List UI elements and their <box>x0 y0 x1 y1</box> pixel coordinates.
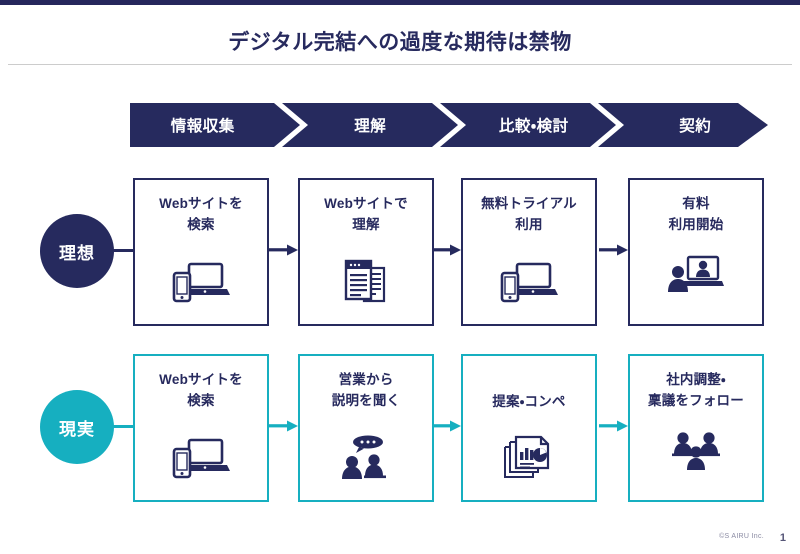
card-label-line1: Webサイトを <box>159 372 243 387</box>
card-label: 有料 利用開始 <box>630 194 762 236</box>
card-row-ideal: Webサイトを 検索 Webサイトで <box>133 178 768 326</box>
stage-label-1: 情報収集 <box>170 118 235 135</box>
two-people-speech-icon <box>300 432 432 484</box>
person-laptop-icon <box>630 250 762 302</box>
card-ideal-1[interactable]: Webサイトを 検索 <box>133 178 269 326</box>
laptop-phone-icon <box>463 256 595 308</box>
card-label: 営業から 説明を聞く <box>300 370 432 412</box>
flow-arrow-reality-3 <box>599 419 628 433</box>
card-row-reality: Webサイトを 検索 営業から <box>133 354 768 502</box>
card-label-line1: Webサイトを <box>159 196 243 211</box>
card-label-line1: Webサイトで <box>324 196 408 211</box>
laptop-phone-icon <box>135 432 267 484</box>
card-label-line2: 稟議をフォロー <box>648 392 744 408</box>
card-label-line1: 営業から <box>338 372 394 387</box>
card-ideal-3[interactable]: 無料トライアル 利用 <box>461 178 597 326</box>
three-people-icon <box>630 426 762 478</box>
flow-arrow-ideal-2 <box>432 243 461 257</box>
card-label-line2: 利用開始 <box>668 216 724 232</box>
card-label-line2: 検索 <box>187 216 215 232</box>
card-ideal-4[interactable]: 有料 利用開始 <box>628 178 764 326</box>
card-label: 無料トライアル 利用 <box>463 194 595 236</box>
stage-label-2: 理解 <box>354 118 387 135</box>
card-label-line2: 利用 <box>515 216 543 232</box>
card-reality-2[interactable]: 営業から 説明を聞く <box>298 354 434 502</box>
card-label: Webサイトを 検索 <box>135 194 267 236</box>
card-label-line1: 提案・コンペ <box>492 394 566 409</box>
card-label-line1: 有料 <box>682 196 710 211</box>
stage-label-3: 比較・検討 <box>498 118 569 135</box>
card-label: 社内調整・ 稟議をフォロー <box>630 370 762 412</box>
card-reality-1[interactable]: Webサイトを 検索 <box>133 354 269 502</box>
footer-copyright: ©S AIRU Inc. <box>719 533 764 540</box>
flow-arrow-ideal-3 <box>599 243 628 257</box>
laptop-phone-icon <box>135 256 267 308</box>
card-reality-3[interactable]: 提案・コンペ <box>461 354 597 502</box>
card-label-line1: 社内調整・ <box>666 372 726 387</box>
card-label-line1: 無料トライアル <box>481 196 577 211</box>
page-title: デジタル完結への過度な期待は禁物 <box>228 31 572 54</box>
card-label-line2: 理解 <box>352 216 380 232</box>
flow-arrow-reality-1 <box>269 419 298 433</box>
row-badge-ideal: 理想 <box>40 214 114 288</box>
card-label: 提案・コンペ <box>463 392 595 413</box>
documents-icon <box>300 256 432 308</box>
card-label-line2: 検索 <box>187 392 215 408</box>
footer-page-number: 1 <box>779 532 786 544</box>
row-connector-ideal <box>110 249 134 252</box>
stage-label-group: 情報収集 理解 比較・検討 契約 <box>130 103 768 147</box>
card-label-line2: 説明を聞く <box>331 392 401 408</box>
card-label: Webサイトを 検索 <box>135 370 267 412</box>
flow-arrow-reality-2 <box>432 419 461 433</box>
stage-label-4: 契約 <box>679 118 712 135</box>
card-ideal-2[interactable]: Webサイトで 理解 <box>298 178 434 326</box>
stage-arrow-band <box>130 103 768 147</box>
row-connector-reality <box>110 425 134 428</box>
row-badge-reality: 現実 <box>40 390 114 464</box>
card-reality-4[interactable]: 社内調整・ 稟議をフォロー <box>628 354 764 502</box>
flow-arrow-ideal-1 <box>269 243 298 257</box>
top-accent-bar <box>0 0 800 5</box>
chart-documents-icon <box>463 432 595 484</box>
title-divider <box>8 64 792 65</box>
card-label: Webサイトで 理解 <box>300 194 432 236</box>
